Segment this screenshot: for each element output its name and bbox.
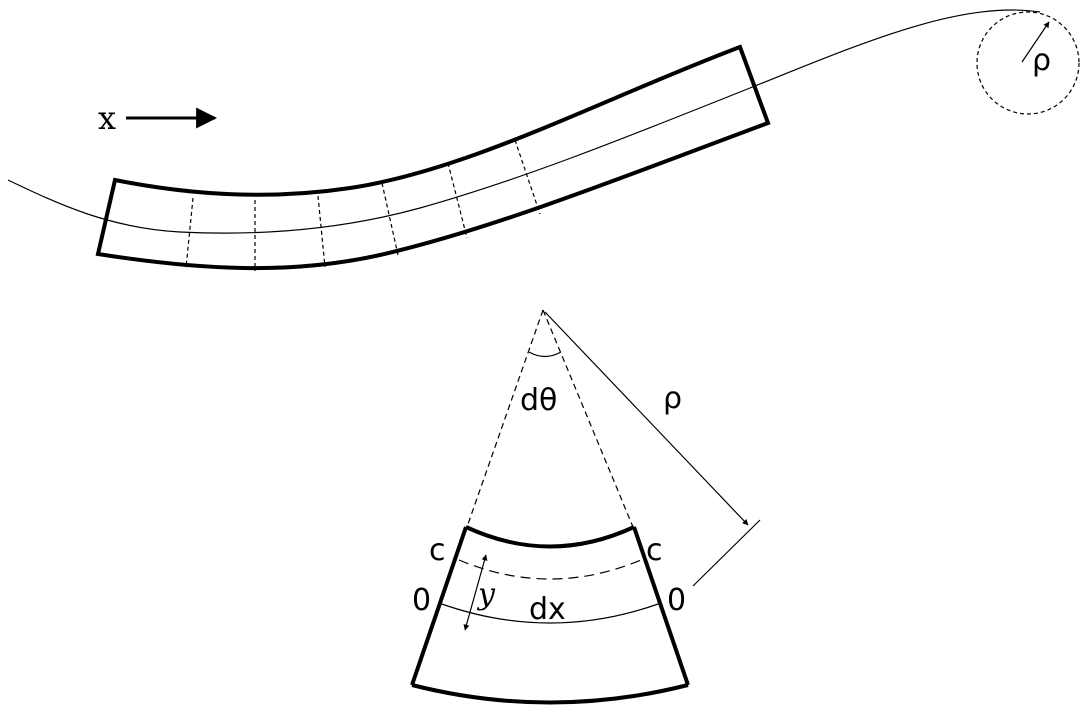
section-line bbox=[185, 197, 194, 269]
y-label: y bbox=[476, 577, 496, 612]
x-label: x bbox=[98, 99, 116, 137]
c-left-label: c bbox=[429, 533, 446, 568]
circle-radius-arrow bbox=[1021, 21, 1050, 63]
element-left-side bbox=[410, 526, 468, 686]
dx-label: dx bbox=[529, 592, 566, 627]
element-bottom-arc bbox=[411, 683, 689, 705]
zero-right-label: 0 bbox=[667, 583, 686, 618]
rho-radius-arrow bbox=[544, 311, 749, 526]
rho-circle-label: ρ bbox=[1032, 43, 1051, 78]
rho-extension-line bbox=[692, 519, 761, 587]
beam-outline bbox=[95, 44, 771, 271]
section-line bbox=[514, 139, 541, 215]
d-theta-arc bbox=[528, 351, 562, 358]
bent-beam: x ρ bbox=[7, 9, 1080, 271]
curvature-circle bbox=[976, 11, 1080, 115]
element-top-arc bbox=[465, 525, 635, 549]
section-line bbox=[381, 182, 399, 256]
cross-sections bbox=[185, 139, 541, 271]
d-theta-label: dθ bbox=[520, 383, 557, 418]
element-detail: dθ ρ c c 0 0 y dx bbox=[410, 309, 761, 705]
radial-line-right bbox=[542, 309, 634, 528]
section-line bbox=[317, 195, 326, 268]
c-right-label: c bbox=[646, 533, 663, 568]
radial-line-left bbox=[466, 309, 544, 528]
y-dimension-arrow bbox=[463, 554, 488, 631]
neutral-axis-curve bbox=[7, 9, 1041, 234]
zero-left-label: 0 bbox=[412, 583, 431, 618]
section-line bbox=[447, 162, 468, 239]
rho-radius-label: ρ bbox=[663, 381, 682, 416]
element-right-side bbox=[632, 526, 690, 686]
